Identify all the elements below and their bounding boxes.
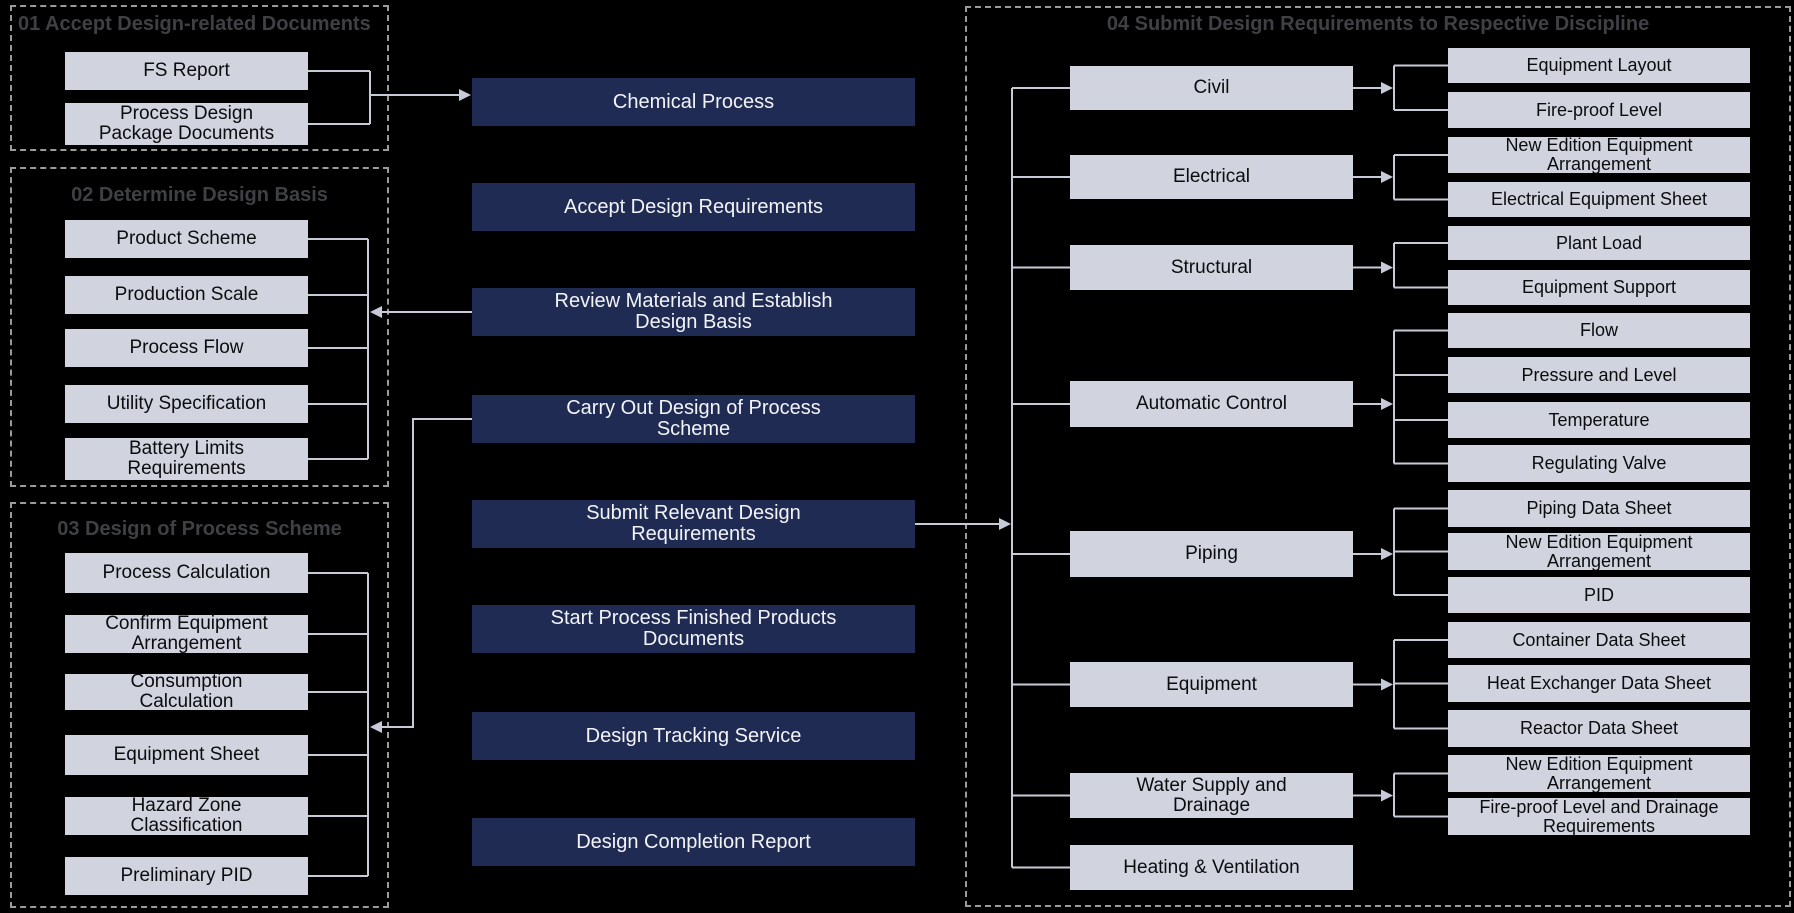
group-02-border (10, 167, 389, 487)
output-electrical-equipment-sheet: Electrical Equipment Sheet (1448, 182, 1750, 217)
output-new-edition-equipment-arrangement: New Edition Equipment Arrangement (1448, 137, 1750, 173)
output-pressure-and-level: Pressure and Level (1448, 357, 1750, 393)
output-pid: PID (1448, 577, 1750, 613)
group-04-border (965, 6, 1791, 907)
step-review-materials-and-establish-design-basis: Review Materials and Establish Design Ba… (472, 288, 915, 336)
discipline-structural: Structural (1070, 245, 1353, 290)
box-equipment-sheet: Equipment Sheet (65, 735, 308, 775)
discipline-heating-and-ventilation: Heating & Ventilation (1070, 845, 1353, 890)
output-fire-proof-level: Fire-proof Level (1448, 92, 1750, 128)
output-fire-proof-level-and-drainage-requirements: Fire-proof Level and Drainage Requiremen… (1448, 798, 1750, 835)
arrowhead-right (1381, 171, 1393, 183)
box-process-flow: Process Flow (65, 329, 308, 367)
box-production-scale: Production Scale (65, 276, 308, 314)
group-03-border (10, 502, 389, 908)
connector-line (381, 418, 472, 728)
group-03-title: 03 Design of Process Scheme (57, 518, 342, 540)
output-plant-load: Plant Load (1448, 226, 1750, 260)
arrowhead-right (1381, 398, 1393, 410)
arrowhead-right (999, 518, 1011, 530)
discipline-electrical: Electrical (1070, 155, 1353, 199)
discipline-civil: Civil (1070, 66, 1353, 110)
box-preliminary-pid: Preliminary PID (65, 857, 308, 895)
box-product-scheme: Product Scheme (65, 220, 308, 258)
output-flow: Flow (1448, 313, 1750, 348)
discipline-automatic-control: Automatic Control (1070, 381, 1353, 427)
output-equipment-support: Equipment Support (1448, 270, 1750, 305)
output-container-data-sheet: Container Data Sheet (1448, 622, 1750, 658)
arrowhead-right (1381, 678, 1393, 691)
step-design-completion-report: Design Completion Report (472, 818, 915, 866)
group-01-title: 01 Accept Design-related Documents (18, 13, 371, 35)
step-accept-design-requirements: Accept Design Requirements (472, 183, 915, 231)
output-piping-data-sheet: Piping Data Sheet (1448, 490, 1750, 527)
discipline-equipment: Equipment (1070, 662, 1353, 707)
step-start-process-finished-products-documents: Start Process Finished Products Document… (472, 605, 915, 653)
group-02-title: 02 Determine Design Basis (71, 184, 328, 206)
group-01-border (10, 5, 389, 151)
arrowhead-right (1381, 261, 1393, 274)
output-temperature: Temperature (1448, 402, 1750, 438)
discipline-piping: Piping (1070, 531, 1353, 577)
box-hazard-zone-classification: Hazard Zone Classification (65, 797, 308, 835)
arrowhead-left (370, 721, 382, 733)
box-battery-limits-requirements: Battery Limits Requirements (65, 438, 308, 480)
arrowhead-right (1381, 789, 1393, 802)
output-regulating-valve: Regulating Valve (1448, 445, 1750, 482)
arrowhead-right (459, 89, 471, 101)
output-equipment-layout: Equipment Layout (1448, 48, 1750, 83)
box-fs-report: FS Report (65, 52, 308, 90)
box-process-design-package-documents: Process Design Package Documents (65, 103, 308, 145)
arrowhead-right (1381, 548, 1393, 560)
step-carry-out-design-of-process-scheme: Carry Out Design of Process Scheme (472, 395, 915, 443)
box-process-calculation: Process Calculation (65, 553, 308, 593)
box-utility-specification: Utility Specification (65, 385, 308, 423)
arrowhead-left (370, 306, 382, 318)
arrowhead-right (1381, 82, 1393, 94)
step-chemical-process: Chemical Process (472, 78, 915, 126)
step-design-tracking-service: Design Tracking Service (472, 712, 915, 760)
output-reactor-data-sheet: Reactor Data Sheet (1448, 710, 1750, 747)
group-04-title: 04 Submit Design Requirements to Respect… (1106, 13, 1650, 35)
step-submit-relevant-design-requirements: Submit Relevant Design Requirements (472, 500, 915, 548)
box-confirm-equipment-arrangement: Confirm Equipment Arrangement (65, 615, 308, 653)
box-consumption-calculation: Consumption Calculation (65, 674, 308, 710)
output-new-edition-equipment-arrangement: New Edition Equipment Arrangement (1448, 755, 1750, 792)
discipline-water-supply-and-drainage: Water Supply and Drainage (1070, 773, 1353, 818)
output-heat-exchanger-data-sheet: Heat Exchanger Data Sheet (1448, 665, 1750, 702)
output-new-edition-equipment-arrangement: New Edition Equipment Arrangement (1448, 533, 1750, 570)
